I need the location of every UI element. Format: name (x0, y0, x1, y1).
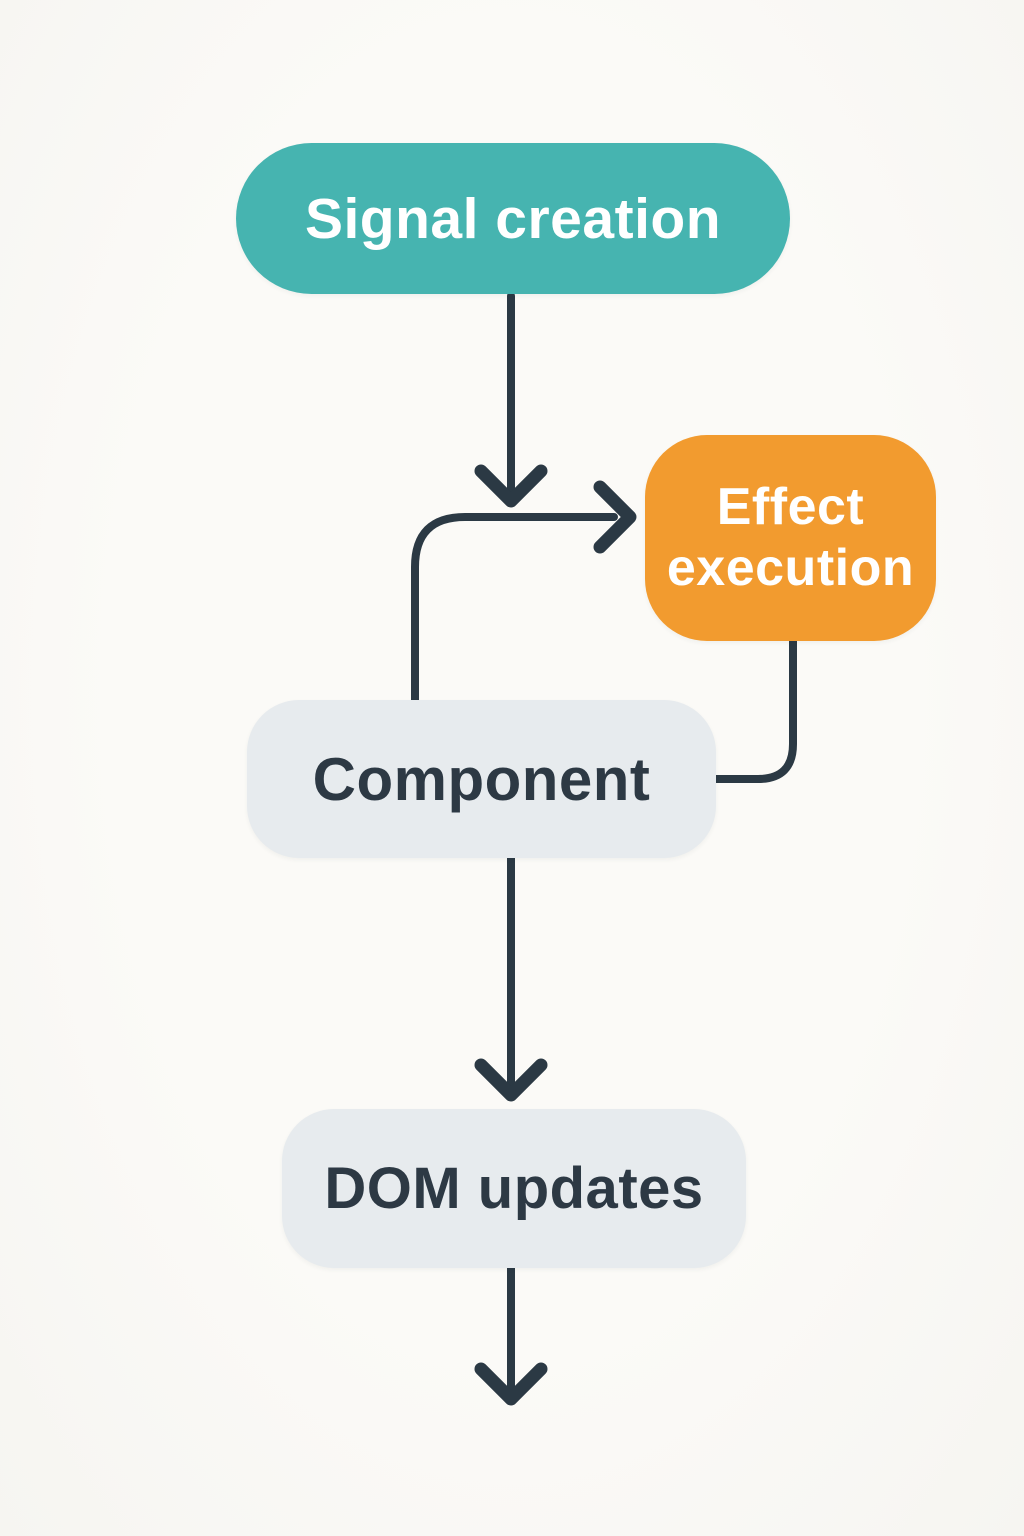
arrowhead-to-effect-icon (593, 480, 637, 554)
node-dom-updates: DOM updates (282, 1109, 746, 1268)
node-signal-creation-label: Signal creation (304, 186, 722, 251)
node-component-label: Component (312, 745, 651, 813)
node-dom-updates-label: DOM updates (324, 1156, 704, 1221)
node-effect-execution-label-line1: Effect (716, 477, 865, 536)
arrowhead-to-dom-icon (474, 1058, 548, 1102)
node-effect-execution: Effect execution (645, 435, 936, 641)
arrowhead-dom-out-icon (474, 1362, 548, 1406)
node-effect-execution-label-line2: execution (666, 539, 915, 597)
edge-component-to-effect (411, 513, 618, 704)
edge-shafts (411, 292, 797, 1396)
edge-arrowheads (474, 464, 637, 1406)
node-component: Component (247, 700, 716, 858)
node-signal-creation: Signal creation (236, 143, 790, 294)
arrowhead-signal-down-icon (474, 464, 548, 508)
edge-effect-to-component (711, 637, 797, 783)
